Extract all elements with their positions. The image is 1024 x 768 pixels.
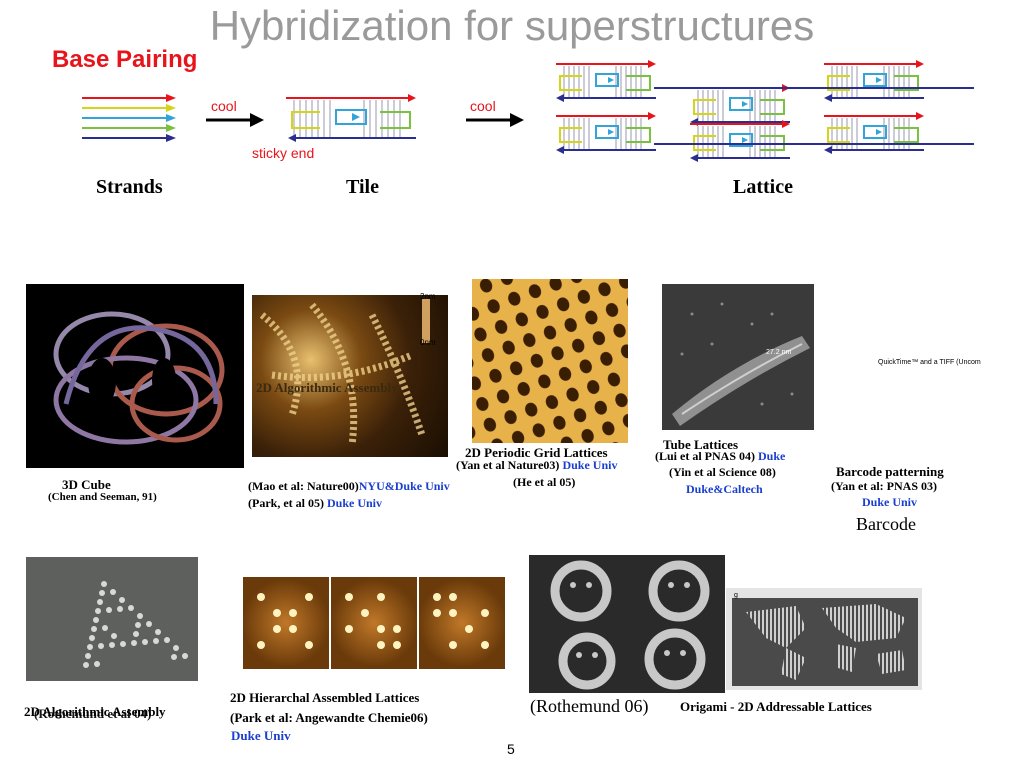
algo2-title: 2D Algorithmic Assembly <box>24 704 166 719</box>
lattice-diagram <box>556 60 974 162</box>
page-number: 5 <box>507 741 515 757</box>
park-caption: (Park, et al 05) Duke Univ <box>248 496 382 510</box>
grid-ref2: (He et al 05) <box>513 475 576 489</box>
cool-arrow-2 <box>466 113 524 127</box>
strands-diagram <box>82 94 176 142</box>
barcode-inst: Duke Univ <box>862 495 918 509</box>
grid-caption: (Yan et al Nature03) Duke Univ <box>456 458 618 472</box>
origami-title: Origami - 2D Addressable Lattices <box>680 699 872 714</box>
svg-text:27.2 nm: 27.2 nm <box>766 349 791 356</box>
label-tile: Tile <box>346 176 379 198</box>
hier-panel-2 <box>331 577 417 669</box>
grid-lattice-image <box>472 279 628 443</box>
grid-title: 2D Periodic Grid Lattices <box>465 445 608 460</box>
mao-caption: (Mao et al: Nature00)NYU&Duke Univ <box>248 479 450 493</box>
cool-label-1: cool <box>211 98 237 114</box>
hier-panel-1 <box>243 577 329 669</box>
rothemund-ref: (Rothemund 06) <box>530 696 649 716</box>
map-origami-image: g <box>726 588 922 690</box>
algo2-ref: (Rothemund et al 04) <box>34 706 152 721</box>
cool-arrow-1 <box>206 113 264 127</box>
hier-panel-3 <box>419 577 505 669</box>
cool-label-2: cool <box>470 98 496 114</box>
label-strands: Strands <box>96 176 163 198</box>
tube-ref2: (Yin et al Science 08) <box>669 465 776 479</box>
slide-title: Hybridization for superstructures <box>209 2 815 49</box>
algorithmic-assembly-image <box>252 295 448 457</box>
barcode-ref: (Yan et al: PNAS 03) <box>831 479 937 493</box>
algorithmic-assembly-overlay: 2D Algorithmic Assembly <box>256 380 398 395</box>
tube-lattice-image: 27.2 nm <box>662 284 814 430</box>
sierpinski-image <box>26 557 198 681</box>
tube-caption: (Lui et al PNAS 04) Duke <box>655 449 786 463</box>
section-subtitle: Base Pairing <box>52 46 198 73</box>
sticky-end-label: sticky end <box>252 145 315 161</box>
barcode-title: Barcode patterning <box>836 464 944 479</box>
barcode-label: Barcode <box>856 514 916 534</box>
cube-ref: (Chen and Seeman, 91) <box>48 491 157 503</box>
smiley-origami-image <box>529 555 725 693</box>
cube-image <box>26 284 244 468</box>
hier-inst: Duke Univ <box>231 728 291 743</box>
quicktime-placeholder: QuickTime™ and a TIFF (Uncom <box>878 359 981 366</box>
cube-title: 3D Cube <box>62 477 111 492</box>
tube-inst2: Duke&Caltech <box>686 482 763 496</box>
tile-diagram <box>286 94 416 142</box>
hier-title: 2D Hierarchal Assembled Lattices <box>230 690 420 705</box>
label-lattice: Lattice <box>733 176 793 198</box>
svg-text:g: g <box>734 592 738 599</box>
tube-title: Tube Lattices <box>663 437 738 452</box>
hier-ref: (Park et al: Angewandte Chemie06) <box>230 710 428 725</box>
